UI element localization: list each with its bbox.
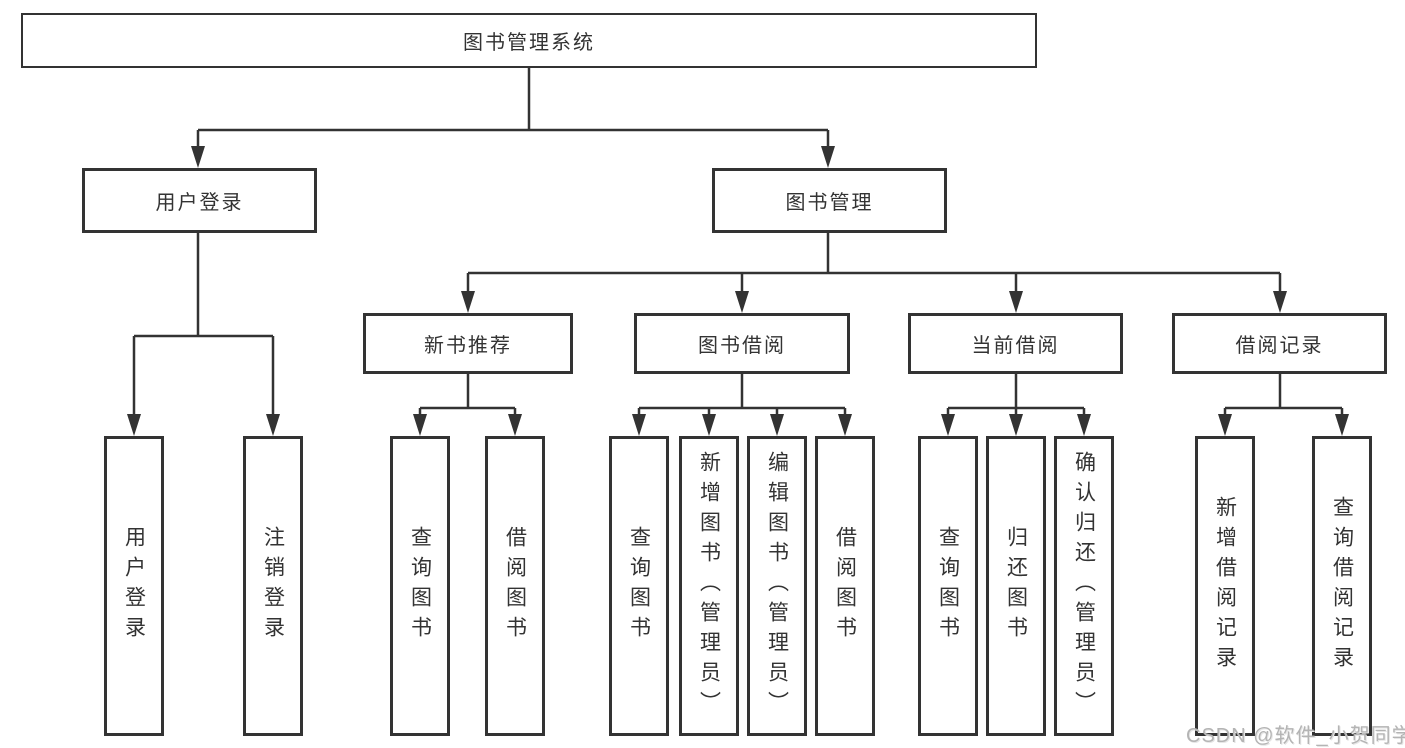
connector-new-book-to-leaves <box>418 374 517 420</box>
node-current-borrow-label: 当前借阅 <box>971 335 1060 357</box>
node-root-label: 图书管理系统 <box>463 32 595 54</box>
leaf-add-borrow-record-label: 新增借阅记录 <box>1213 496 1237 676</box>
leaf-borrow-books-recommend-label: 借阅图书 <box>503 526 527 646</box>
node-book-management: 图书管理 <box>712 168 947 233</box>
connector-user-login-to-leaves <box>132 233 275 418</box>
leaf-return-books-label: 归还图书 <box>1004 526 1028 646</box>
node-book-management-label: 图书管理 <box>785 192 874 214</box>
node-borrow-records-label: 借阅记录 <box>1235 335 1324 357</box>
leaf-confirm-return-admin-label: 确认归还（管理员） <box>1072 451 1096 721</box>
leaf-borrow-books-recommend: 借阅图书 <box>485 436 545 736</box>
node-book-borrow-label: 图书借阅 <box>698 335 786 357</box>
connector-lines <box>132 68 1344 420</box>
leaf-query-books-recommend: 查询图书 <box>390 436 450 736</box>
connector-root-to-level2 <box>196 68 830 150</box>
node-current-borrow: 当前借阅 <box>908 313 1123 374</box>
leaf-add-books-admin: 新增图书（管理员） <box>679 436 739 736</box>
node-user-login: 用户登录 <box>82 168 317 233</box>
connector-book-borrow-to-leaves <box>637 374 847 420</box>
leaf-query-books-current: 查询图书 <box>918 436 978 736</box>
watermark: CSDN @软件_小贺同学 <box>1186 725 1405 747</box>
arrowheads <box>127 146 1349 436</box>
node-new-book-recommend: 新书推荐 <box>363 313 573 374</box>
leaf-query-books-borrow-label: 查询图书 <box>627 526 651 646</box>
node-borrow-records: 借阅记录 <box>1172 313 1387 374</box>
leaf-return-books: 归还图书 <box>986 436 1046 736</box>
leaf-edit-books-admin: 编辑图书（管理员） <box>747 436 807 736</box>
leaf-query-books-borrow: 查询图书 <box>609 436 669 736</box>
leaf-user-login-label: 用户登录 <box>122 526 146 646</box>
leaf-borrow-books: 借阅图书 <box>815 436 875 736</box>
leaf-logout: 注销登录 <box>243 436 303 736</box>
node-new-book-recommend-label: 新书推荐 <box>424 335 512 357</box>
leaf-edit-books-admin-label: 编辑图书（管理员） <box>765 451 789 721</box>
leaf-borrow-books-label: 借阅图书 <box>833 526 857 646</box>
leaf-logout-label: 注销登录 <box>261 526 285 646</box>
leaf-query-borrow-record: 查询借阅记录 <box>1312 436 1372 736</box>
leaf-query-books-current-label: 查询图书 <box>936 526 960 646</box>
leaf-confirm-return-admin: 确认归还（管理员） <box>1054 436 1114 736</box>
leaf-query-books-recommend-label: 查询图书 <box>408 526 432 646</box>
leaf-user-login: 用户登录 <box>104 436 164 736</box>
leaf-add-books-admin-label: 新增图书（管理员） <box>697 451 721 721</box>
node-book-borrow: 图书借阅 <box>634 313 850 374</box>
leaf-query-borrow-record-label: 查询借阅记录 <box>1330 496 1354 676</box>
leaf-add-borrow-record: 新增借阅记录 <box>1195 436 1255 736</box>
connector-book-mgmt-to-level3 <box>466 233 1282 295</box>
node-root: 图书管理系统 <box>21 13 1037 68</box>
connector-borrow-records-to-leaves <box>1223 374 1344 420</box>
connector-current-borrow-to-leaves <box>946 374 1086 420</box>
node-user-login-label: 用户登录 <box>155 192 244 214</box>
